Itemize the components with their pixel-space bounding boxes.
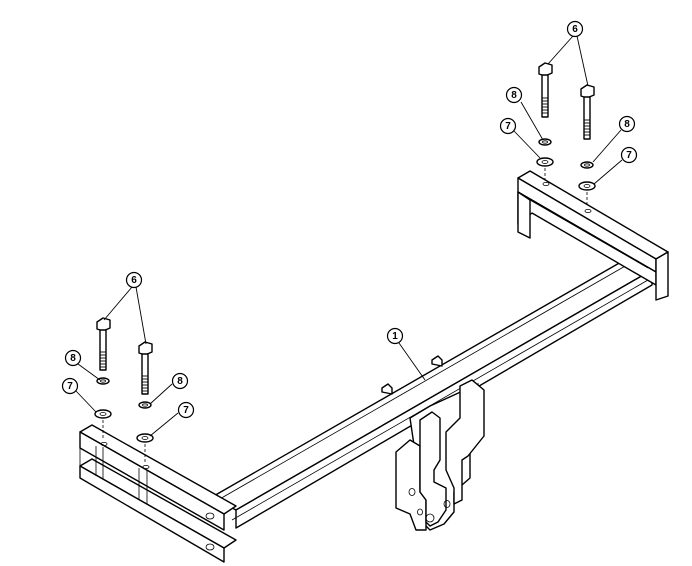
callout-label: 8 xyxy=(624,119,630,130)
callout-8-right-b: 8 xyxy=(618,115,636,133)
callout-6-left: 6 xyxy=(125,271,143,289)
lock-washer-right-a xyxy=(538,138,552,146)
bolt-left-b xyxy=(138,341,153,395)
leader-lines xyxy=(75,35,623,437)
bolt-left-a xyxy=(96,317,111,371)
callout-label: 7 xyxy=(626,150,632,161)
left-mounting-bracket xyxy=(79,424,237,563)
callout-1: 1 xyxy=(386,327,404,345)
lock-washer-left-b xyxy=(138,401,152,409)
callout-label: 1 xyxy=(392,331,398,342)
flat-washer-left-b xyxy=(136,433,154,443)
callout-label: 6 xyxy=(572,24,578,35)
callout-label: 6 xyxy=(131,275,137,286)
callout-label: 7 xyxy=(183,405,189,416)
lock-washer-right-b xyxy=(580,161,594,169)
callout-7-right-b: 7 xyxy=(620,146,638,164)
callout-7-left-a: 7 xyxy=(61,377,79,395)
callout-label: 8 xyxy=(511,90,517,101)
callout-label: 7 xyxy=(67,381,73,392)
callout-8-left-b: 8 xyxy=(171,372,189,390)
callout-label: 8 xyxy=(70,353,76,364)
callout-7-left-b: 7 xyxy=(177,401,195,419)
callout-label: 8 xyxy=(177,376,183,387)
flat-washer-left-a xyxy=(94,409,112,419)
bolt-right-b xyxy=(580,84,595,140)
right-mounting-bracket xyxy=(517,170,669,301)
flat-washer-right-a xyxy=(536,157,554,167)
receiver-mount xyxy=(381,355,485,531)
callout-label: 7 xyxy=(505,121,511,132)
callout-6-right: 6 xyxy=(566,20,584,38)
callout-8-left-a: 8 xyxy=(64,349,82,367)
flat-washer-right-b xyxy=(578,181,596,191)
callout-8-right-a: 8 xyxy=(505,86,523,104)
bolt-centerlines xyxy=(102,168,588,462)
callout-7-right-a: 7 xyxy=(499,117,517,135)
bolt-right-a xyxy=(538,62,553,118)
